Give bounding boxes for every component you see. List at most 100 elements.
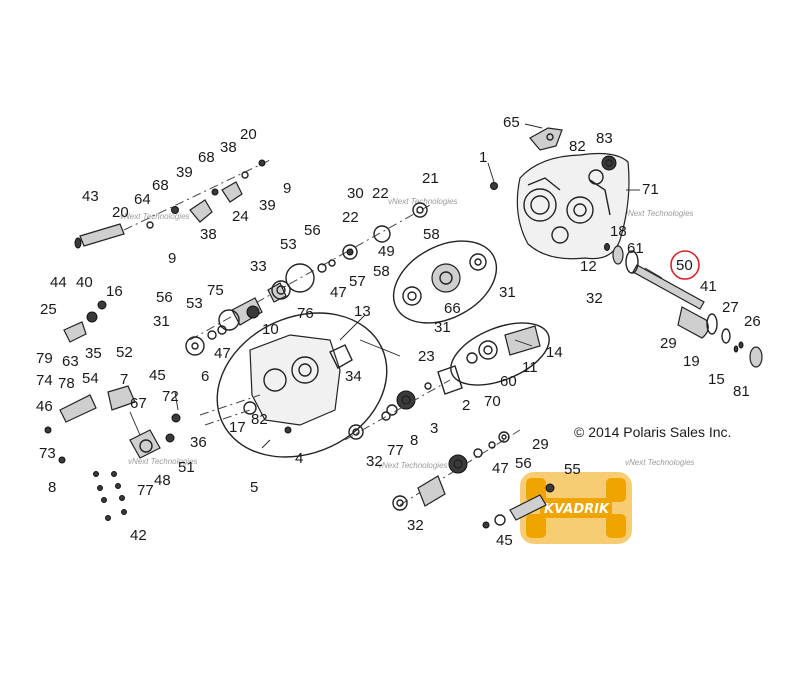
part-82-seal [588, 169, 604, 185]
callout-46: 34 [345, 368, 362, 385]
callout-10: 47 [330, 284, 347, 301]
callout-23: 60 [500, 373, 517, 390]
part-72-gasket [437, 365, 463, 395]
callout-11: 8 [410, 432, 418, 449]
callout-21: 58 [423, 226, 440, 243]
callout-68b: 68 [152, 177, 169, 194]
part-65 [529, 127, 563, 151]
callout-20: 20 [240, 126, 257, 143]
callout-65: 65 [503, 114, 520, 131]
callout-75: 76 [297, 305, 314, 322]
callout-36: 55 [564, 461, 581, 478]
callout-labels: 65 82 83 1 71 18 61 12 50 32 41 27 26 29… [36, 114, 761, 549]
callout-24b: 22 [342, 209, 359, 226]
callout-15: 15 [708, 371, 725, 388]
callout-7: 23 [418, 348, 435, 365]
callout-4: 77 [137, 482, 154, 499]
watermark: vNext Technologies [120, 212, 190, 221]
watermark: vNext Technologies [625, 458, 695, 467]
callout-58: 57 [349, 273, 366, 290]
part-83-seal [601, 155, 617, 171]
callout-10c: 47 [492, 460, 509, 477]
callout-29b: 29 [532, 436, 549, 453]
callout-29: 29 [660, 335, 677, 352]
left-parts [44, 300, 181, 464]
callout-32b: 32 [366, 453, 383, 470]
callout-82b: 82 [251, 411, 268, 428]
callout-37: 7 [120, 371, 128, 388]
callout-31: 31 [499, 284, 516, 301]
callout-17: 77 [387, 442, 404, 459]
callout-28: 53 [280, 236, 297, 253]
gear-cluster-66 [392, 240, 498, 324]
callout-35b: 45 [496, 532, 513, 549]
logo-text: KVADRIK [544, 502, 610, 517]
leader-lines [129, 123, 663, 449]
callout-35: 45 [149, 367, 166, 384]
callout-77: 36 [190, 434, 207, 451]
callout-71: 71 [642, 181, 659, 198]
callout-79: 35 [85, 345, 102, 362]
callout-80: 74 [36, 372, 53, 389]
callout-22b: 56 [156, 289, 173, 306]
callout-72: 70 [484, 393, 501, 410]
callout-2: 4 [295, 450, 303, 467]
copyright-text: © 2014 Polaris Sales Inc. [574, 424, 731, 440]
part-shaft-50 [604, 243, 763, 368]
callout-76: 44 [50, 274, 67, 291]
middle-shaft-row [185, 202, 431, 356]
callout-57: 75 [207, 282, 224, 299]
callout-22c: 56 [515, 455, 532, 472]
callout-42: 51 [178, 459, 195, 476]
callout-64: 64 [134, 191, 151, 208]
callout-27: 27 [722, 299, 739, 316]
callout-5: 8 [48, 479, 56, 496]
lower-gear-stack [344, 379, 451, 441]
callout-69: 78 [58, 375, 75, 392]
callout-26: 26 [744, 313, 761, 330]
callout-47: 40 [76, 274, 93, 291]
callout-10b: 47 [214, 345, 231, 362]
callout-63: 31 [153, 313, 170, 330]
housing-70 [199, 312, 388, 458]
part-1-bolt [490, 182, 498, 190]
watermark: vNext Technologies [378, 461, 448, 470]
callout-73: 48 [154, 472, 171, 489]
callout-43: 43 [82, 188, 99, 205]
callout-66: 66 [444, 300, 461, 317]
callout-8: 73 [39, 445, 56, 462]
shift-assembly [74, 159, 271, 249]
callout-18: 18 [610, 223, 627, 240]
gear-cluster-67 [450, 322, 550, 386]
callout-52: 46 [36, 398, 53, 415]
callout-22: 56 [304, 222, 321, 239]
callout-12: 12 [580, 258, 597, 275]
callout-39: 39 [176, 164, 193, 181]
callout-49: 10 [262, 321, 279, 338]
callout-44: 16 [106, 283, 123, 300]
bolts-4-3 [93, 471, 127, 521]
callout-32c: 32 [407, 517, 424, 534]
callout-50: 50 [676, 257, 693, 274]
callout-28b: 53 [186, 295, 203, 312]
callout-54: 6 [201, 368, 209, 385]
callout-3: 42 [130, 527, 147, 544]
callout-70: 5 [250, 479, 258, 496]
callout-19: 19 [683, 353, 700, 370]
callout-33: 49 [378, 243, 395, 260]
callout-45: 52 [116, 344, 133, 361]
callout-9b: 9 [168, 250, 176, 267]
callout-38b: 38 [200, 226, 217, 243]
callout-68: 68 [198, 149, 215, 166]
callout-67: 14 [546, 344, 563, 361]
callout-32: 32 [586, 290, 603, 307]
callout-13: 13 [354, 303, 371, 320]
callout-39b: 39 [259, 197, 276, 214]
callout-14: 17 [229, 419, 246, 436]
callout-16: 79 [36, 350, 53, 367]
callout-74: 67 [130, 395, 147, 412]
callout-25: 63 [62, 353, 79, 370]
callout-56: 33 [250, 258, 267, 275]
kvadrik-logo: KVADRIK [482, 472, 632, 544]
